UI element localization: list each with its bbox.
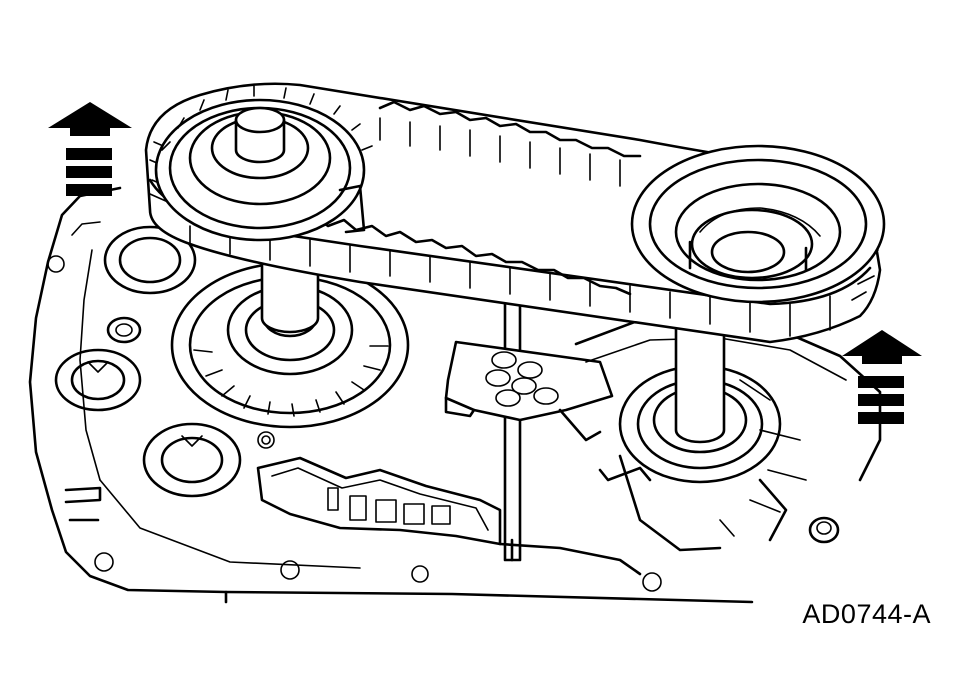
drive-sprocket <box>154 85 373 242</box>
oil-channel <box>256 456 642 576</box>
output-bearing-area <box>574 298 882 552</box>
driven-sprocket <box>630 144 886 304</box>
left-bores <box>54 225 242 498</box>
right-up-arrow-with-dashes-icon <box>842 330 922 424</box>
case-housing <box>28 186 754 604</box>
input-gear-ring <box>170 248 410 429</box>
figure-id-label: AD0744-A <box>802 599 931 629</box>
left-up-arrow-with-dashes-icon <box>48 102 132 196</box>
